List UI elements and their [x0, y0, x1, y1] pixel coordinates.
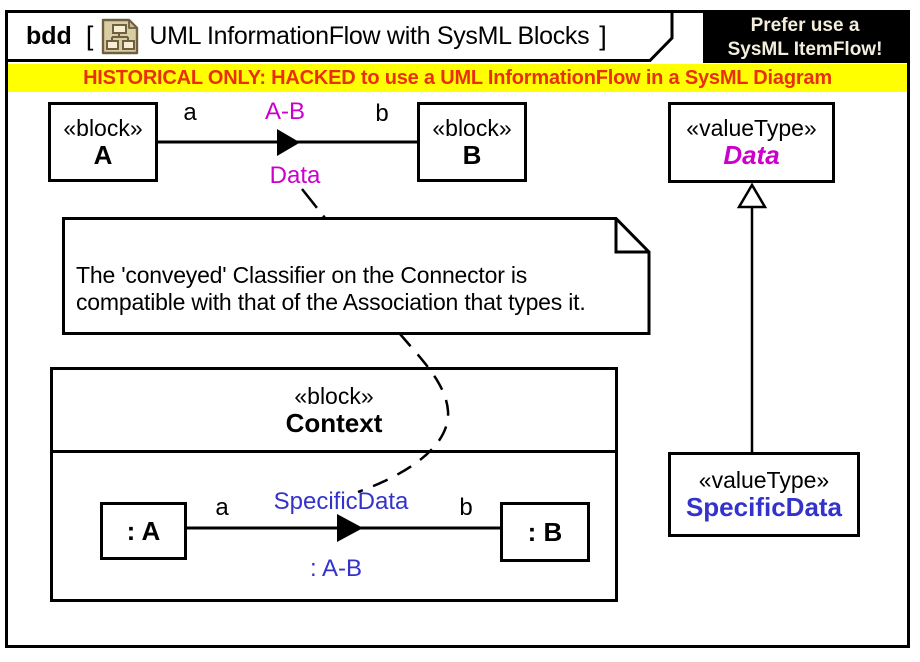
- block-diagram-document-icon: [102, 18, 139, 54]
- context-name: Context: [285, 407, 383, 438]
- callout-line1: Prefer use a: [750, 14, 860, 36]
- top-association-label: A-B: [264, 98, 305, 125]
- block-a-stereotype: «block»: [63, 114, 143, 141]
- valuetype-specificdata-stereotype: «valueType»: [698, 467, 830, 493]
- warning-banner-text: HISTORICAL ONLY: HACKED to use a UML Inf…: [83, 66, 832, 89]
- context-block-header: «block» Context: [53, 370, 615, 453]
- bottom-conveyed-label: SpecificData: [273, 488, 409, 515]
- part-b-name: : B: [527, 516, 563, 547]
- part-a-name: : A: [126, 515, 161, 546]
- block-b-name: B: [462, 139, 482, 170]
- valuetype-specificdata-name: SpecificData: [685, 492, 843, 522]
- bottom-role-a-label: a: [215, 494, 229, 521]
- part-a-node: : A: [100, 502, 187, 560]
- top-conveyed-label: Data: [269, 162, 321, 189]
- heading-close-bracket: ]: [599, 20, 607, 51]
- callout-line2: SysML ItemFlow!: [727, 38, 883, 60]
- warning-banner: HISTORICAL ONLY: HACKED to use a UML Inf…: [8, 64, 907, 92]
- bottom-role-b-label: b: [459, 494, 473, 521]
- block-a-node: «block» A: [48, 102, 158, 182]
- top-role-b-label: b: [375, 100, 389, 127]
- note-text-line2: compatible with that of the Association …: [76, 289, 586, 315]
- callout-box: Prefer use a SysML ItemFlow!: [703, 12, 907, 63]
- frame-heading: bdd [ UML InformationFlow with SysML Blo…: [26, 13, 607, 59]
- valuetype-data-node: «valueType» Data: [668, 102, 835, 183]
- diagram-title: UML InformationFlow with SysML Blocks: [149, 21, 590, 50]
- block-a-name: A: [93, 139, 113, 170]
- block-b-stereotype: «block»: [432, 114, 512, 141]
- bottom-connector-label: : A-B: [309, 555, 363, 582]
- note-text-line1: The 'conveyed' Classifier on the Connect…: [76, 262, 528, 288]
- valuetype-data-stereotype: «valueType»: [686, 115, 817, 141]
- part-b-node: : B: [500, 502, 590, 562]
- block-b-node: «block» B: [417, 102, 527, 182]
- note-text: The 'conveyed' Classifier on the Connect…: [76, 262, 586, 316]
- context-stereotype: «block»: [294, 382, 374, 409]
- valuetype-specificdata-node: «valueType» SpecificData: [668, 452, 860, 537]
- heading-open-bracket: [: [85, 20, 94, 51]
- top-role-a-label: a: [183, 99, 197, 126]
- diagram-kind-keyword: bdd: [26, 21, 72, 50]
- valuetype-data-name: Data: [723, 140, 780, 170]
